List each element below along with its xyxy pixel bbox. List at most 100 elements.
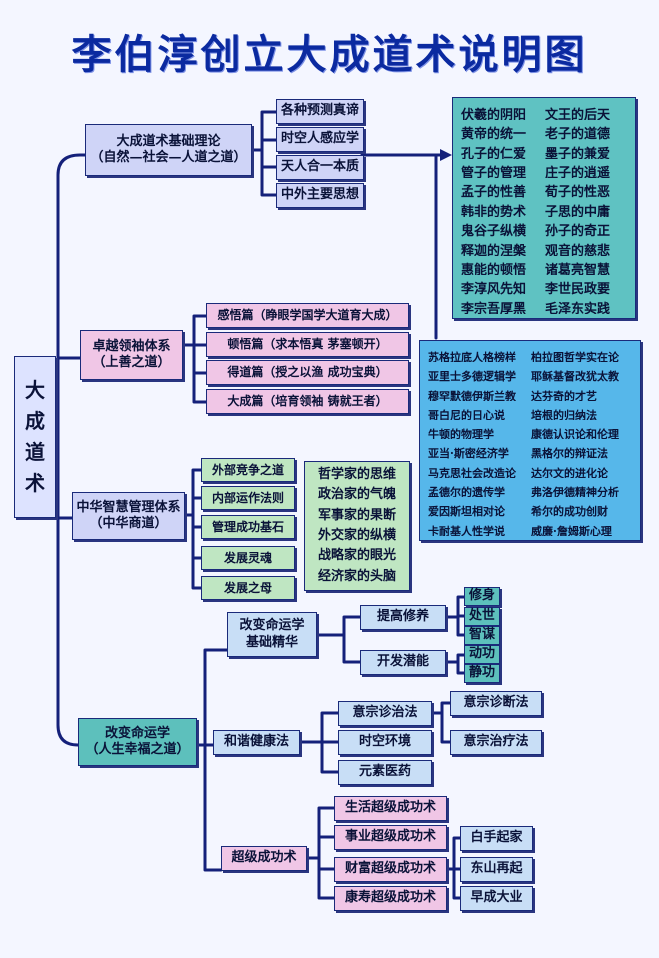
thinker-item: 文王的后天	[545, 108, 611, 121]
thinker-item: 子思的中庸	[545, 204, 611, 218]
health-item: 意宗诊治法	[338, 701, 432, 726]
thinker-item: 鬼谷子纵横	[461, 224, 527, 237]
thinker-item: 孟子的性善	[461, 185, 527, 198]
strategist-item: 经济家的头脑	[317, 568, 396, 584]
thinker-item: 黑格尔的辩证法	[531, 447, 608, 459]
theory-item: 时空人感应学	[276, 127, 364, 152]
leadership-item: 顿悟篇（求本悟真 茅塞顿开）	[206, 332, 409, 357]
thinker-item: 耶稣基督改犹太教	[531, 370, 619, 382]
destiny-foundation-title: 改变命运学	[239, 618, 305, 634]
thinker-item: 荀子的性恶	[545, 185, 611, 198]
thinker-item: 康德认识论和伦理	[531, 428, 619, 440]
thinker-item: 达芬奇的才艺	[531, 389, 597, 401]
improve-cultivation: 提高修养	[360, 605, 446, 630]
thinker-item: 李宗吾厚黑	[461, 301, 527, 314]
management-item: 管理成功基石	[201, 515, 295, 539]
thinker-item: 弗洛伊德精神分析	[531, 486, 619, 498]
western-thinkers-panel: 苏格拉底人格榜样 柏拉图哲学实在论 亚里士多德逻辑学 耶稣基督改犹太教 穆罕默德…	[419, 340, 641, 541]
branch-leadership: 卓越领袖体系 （上善之道）	[80, 330, 183, 380]
thinker-item: 哥白尼的日心说	[428, 408, 505, 421]
thinker-item: 孟德尔的遗传学	[428, 486, 505, 498]
thinker-item: 培根的归纳法	[531, 408, 597, 421]
thinker-item: 苏格拉底人格榜样	[428, 351, 516, 363]
thinker-item: 孙子的奇正	[545, 224, 611, 237]
improve-item: 处世	[464, 607, 500, 626]
health-sub-item: 意宗治疗法	[450, 730, 542, 755]
strategist-item: 外交家的纵横	[317, 528, 396, 544]
potential-item: 静功	[464, 664, 500, 683]
thinker-item: 马克思社会改造论	[428, 466, 516, 479]
strategist-item: 军事家的果断	[317, 507, 396, 523]
root-char: 道	[25, 440, 45, 464]
branch-basic-theory-title: 大成道术基础理论	[116, 133, 221, 149]
management-item: 发展之母	[201, 576, 295, 600]
chinese-thinkers-panel: 伏羲的阴阳 文王的后天 黄帝的统一 老子的道德 孔子的仁爱 墨子的兼爱 管子的管…	[452, 97, 636, 319]
theory-item: 各种预测真谛	[276, 99, 364, 124]
success-item: 生活超级成功术	[334, 796, 447, 821]
success-sub-item: 早成大业	[460, 886, 533, 911]
super-success: 超级成功术	[221, 846, 307, 871]
branch-management: 中华智慧管理体系 （中华商道）	[72, 492, 185, 540]
thinker-item: 管子的管理	[461, 166, 527, 179]
thinker-item: 墨子的兼爱	[545, 146, 611, 160]
leadership-item: 得道篇（授之以渔 成功宝典）	[206, 360, 409, 385]
root-char: 术	[25, 471, 45, 495]
health-item: 时空环境	[338, 730, 432, 755]
thinker-item: 卡耐基人性学说	[428, 524, 505, 536]
thinker-item: 诸葛亮智慧	[545, 262, 611, 276]
destiny-foundation: 改变命运学 基础精华	[227, 612, 317, 657]
thinker-item: 观音的慈悲	[545, 243, 611, 256]
destiny-foundation-subtitle: 基础精华	[245, 634, 298, 650]
thinker-item: 庄子的逍遥	[545, 166, 611, 179]
branch-destiny: 改变命运学 （人生幸福之道）	[78, 718, 197, 766]
management-item: 发展灵魂	[201, 546, 295, 570]
strategist-item: 哲学家的思维	[317, 467, 396, 483]
leadership-item: 大成篇（培育领袖 铸就王者）	[206, 389, 409, 414]
branch-leadership-subtitle: （上善之道）	[92, 355, 171, 370]
branch-basic-theory-subtitle: （自然—社会—人道之道）	[90, 150, 247, 165]
strategist-item: 战略家的眼光	[317, 548, 396, 564]
thinker-item: 释迦的涅槃	[461, 243, 527, 256]
thinker-item: 黄帝的统一	[461, 127, 527, 140]
strategists-panel: 哲学家的思维 政治家的气魄 军事家的果断 外交家的纵横 战略家的眼光 经济家的头…	[304, 461, 410, 591]
thinker-item: 亚里士多德逻辑学	[428, 370, 516, 382]
page-title: 李伯淳创立大成道术说明图	[71, 31, 588, 78]
success-sub-item: 东山再起	[460, 857, 533, 882]
theory-item: 天人合一本质	[276, 155, 364, 180]
thinker-item: 牛顿的物理学	[428, 428, 494, 440]
success-sub-item: 白手起家	[460, 826, 533, 851]
branch-management-subtitle: （中华商道）	[89, 516, 168, 531]
root-char: 大	[25, 378, 45, 402]
thinker-item: 李淳风先知	[461, 282, 527, 295]
success-item: 康寿超级成功术	[334, 886, 447, 911]
thinker-item: 希尔的成功创财	[531, 505, 608, 517]
improve-item: 修身	[464, 587, 500, 606]
root-char: 成	[25, 409, 45, 433]
branch-destiny-subtitle: （人生幸福之道）	[85, 742, 190, 757]
thinker-item: 李世民政要	[545, 282, 611, 295]
strategist-item: 政治家的气魄	[317, 487, 396, 503]
success-item: 事业超级成功术	[334, 825, 447, 850]
thinker-item: 惠能的顿悟	[461, 262, 527, 276]
branch-basic-theory: 大成道术基础理论 （自然—社会—人道之道）	[85, 124, 252, 176]
success-item: 财富超级成功术	[334, 857, 447, 882]
thinker-item: 柏拉图哲学实在论	[531, 351, 619, 363]
branch-leadership-title: 卓越领袖体系	[92, 338, 171, 354]
thinker-item: 亚当·斯密经济学	[428, 447, 509, 459]
branch-destiny-title: 改变命运学	[104, 725, 170, 741]
health-sub-item: 意宗诊断法	[450, 691, 542, 716]
thinker-item: 老子的道德	[545, 127, 611, 140]
thinker-item: 威廉·詹姆斯心理	[531, 524, 612, 536]
thinker-item: 孔子的仁爱	[461, 146, 527, 160]
theory-item: 中外主要思想	[276, 183, 364, 208]
branch-management-title: 中华智慧管理体系	[76, 499, 181, 515]
thinker-item: 爱因斯坦相对论	[428, 505, 505, 517]
improve-item: 智谋	[464, 626, 500, 645]
management-item: 外部竞争之道	[201, 458, 295, 482]
management-item: 内部运作法则	[201, 486, 295, 510]
root-node: 大 成 道 术	[14, 356, 56, 518]
harmony-health: 和谐健康法	[213, 730, 300, 755]
thinker-item: 韩非的势术	[461, 204, 527, 218]
develop-potential: 开发潜能	[360, 650, 446, 675]
